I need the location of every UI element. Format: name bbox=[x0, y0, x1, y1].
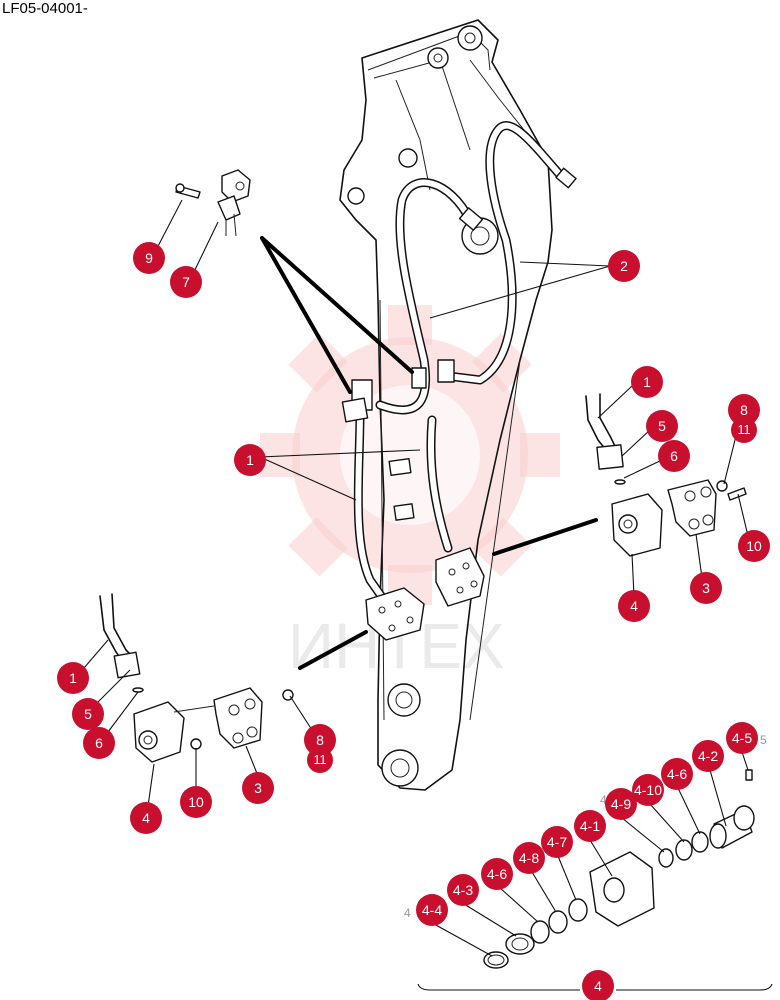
svg-text:4: 4 bbox=[404, 906, 411, 920]
callout-7: 7 bbox=[170, 266, 202, 298]
svg-text:7: 7 bbox=[182, 274, 190, 290]
callout-4-7: 4-7 bbox=[541, 826, 573, 858]
svg-text:4-7: 4-7 bbox=[547, 834, 567, 850]
callout-10-right: 10 bbox=[738, 530, 770, 562]
svg-text:4-5: 4-5 bbox=[732, 730, 752, 746]
svg-text:4-4: 4-4 bbox=[422, 902, 442, 918]
callout-10-left: 10 bbox=[180, 786, 212, 818]
svg-text:4-1: 4-1 bbox=[580, 818, 600, 834]
callout-6-right: 6 bbox=[658, 440, 690, 472]
callout-5-left: 5 bbox=[72, 698, 104, 730]
svg-text:10: 10 bbox=[746, 538, 762, 554]
svg-text:6: 6 bbox=[670, 448, 678, 464]
svg-text:10: 10 bbox=[188, 794, 204, 810]
watermark: ИНТЕХ bbox=[260, 305, 560, 682]
svg-text:8: 8 bbox=[316, 732, 324, 748]
svg-text:5: 5 bbox=[658, 418, 666, 434]
callout-4-2: 4-2 bbox=[692, 740, 724, 772]
svg-text:9: 9 bbox=[145, 250, 153, 266]
svg-text:8: 8 bbox=[740, 402, 748, 418]
detail-right bbox=[585, 393, 747, 557]
callout-1-boom: 1 bbox=[234, 444, 266, 476]
callout-9: 9 bbox=[133, 242, 165, 274]
svg-text:4-8: 4-8 bbox=[519, 850, 539, 866]
callout-8-left: 8 bbox=[304, 724, 336, 756]
svg-text:4-10: 4-10 bbox=[634, 782, 662, 798]
callout-4-10: 4-10 bbox=[632, 774, 664, 806]
svg-text:1: 1 bbox=[69, 670, 77, 686]
clamp-detail bbox=[175, 169, 251, 237]
svg-text:4: 4 bbox=[630, 598, 638, 614]
callout-4-8: 4-8 bbox=[513, 842, 545, 874]
svg-text:4: 4 bbox=[600, 793, 607, 807]
callout-4-5: 4-5 bbox=[726, 722, 758, 754]
hose-lines bbox=[341, 121, 577, 605]
callout-4-1: 4-1 bbox=[574, 810, 606, 842]
callout-11-right: 11 bbox=[731, 417, 757, 443]
svg-text:3: 3 bbox=[254, 780, 262, 796]
callout-4-left: 4 bbox=[130, 802, 162, 834]
callout-3-right: 3 bbox=[690, 572, 722, 604]
callout-4-4: 4-4 bbox=[416, 894, 448, 926]
svg-text:4-9: 4-9 bbox=[611, 796, 631, 812]
callout-1-right: 1 bbox=[631, 366, 663, 398]
valve-block-lower bbox=[365, 587, 425, 641]
callout-4-9: 4-9 bbox=[605, 788, 637, 820]
svg-text:2: 2 bbox=[620, 258, 628, 274]
svg-text:3: 3 bbox=[702, 580, 710, 596]
svg-text:5: 5 bbox=[760, 733, 767, 747]
callout-4-assembly: 4 bbox=[582, 970, 614, 1000]
leader-lines bbox=[83, 199, 749, 957]
callout-4-6-upper: 4-6 bbox=[661, 758, 693, 790]
callouts: 9 7 2 1 1 1 5 6 8 11 10 3 4 5 6 4 bbox=[57, 242, 770, 1000]
svg-text:4: 4 bbox=[594, 978, 602, 994]
callout-1-left: 1 bbox=[57, 662, 89, 694]
pointer-lines bbox=[260, 236, 598, 670]
svg-text:4-6: 4-6 bbox=[667, 766, 687, 782]
detail-left bbox=[99, 593, 294, 763]
callout-11-left: 11 bbox=[307, 747, 333, 773]
callout-5-right: 5 bbox=[646, 410, 678, 442]
svg-text:5: 5 bbox=[84, 706, 92, 722]
svg-text:4: 4 bbox=[142, 810, 150, 826]
exploded-assembly-4 bbox=[417, 769, 773, 991]
svg-text:6: 6 bbox=[95, 735, 103, 751]
callout-2: 2 bbox=[608, 250, 640, 282]
valve-block-upper bbox=[435, 547, 485, 607]
svg-text:1: 1 bbox=[643, 374, 651, 390]
svg-text:4-2: 4-2 bbox=[698, 748, 718, 764]
callout-3-left: 3 bbox=[242, 772, 274, 804]
callout-8-right: 8 bbox=[728, 394, 760, 426]
svg-text:4-3: 4-3 bbox=[453, 882, 473, 898]
callout-4-right: 4 bbox=[618, 590, 650, 622]
svg-text:11: 11 bbox=[314, 753, 327, 767]
svg-text:1: 1 bbox=[246, 452, 254, 468]
callout-6-left: 6 bbox=[83, 727, 115, 759]
callout-4-3: 4-3 bbox=[447, 874, 479, 906]
document-code: LF05-04001- bbox=[2, 0, 88, 17]
svg-text:11: 11 bbox=[738, 423, 751, 437]
watermark-gear-icon bbox=[260, 305, 560, 605]
svg-text:4-6: 4-6 bbox=[487, 866, 507, 882]
callout-4-6-lower: 4-6 bbox=[481, 858, 513, 890]
